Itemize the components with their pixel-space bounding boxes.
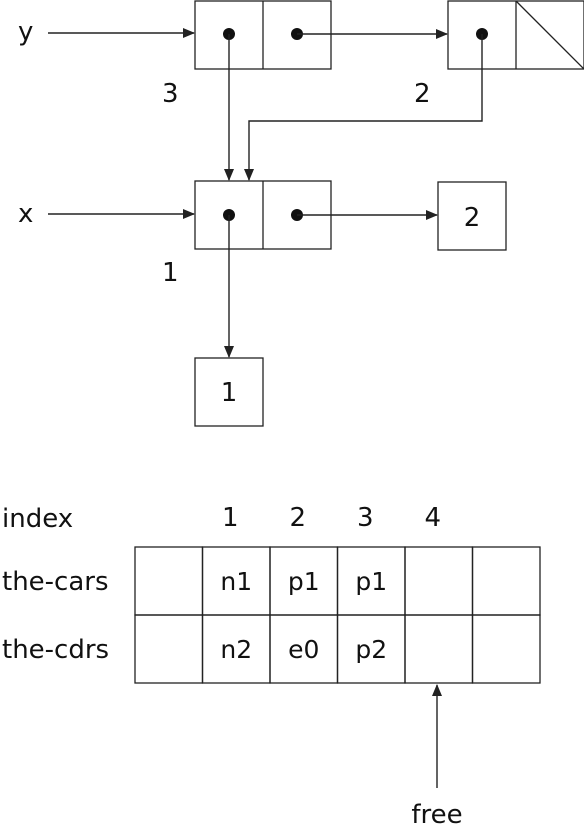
memory-cell [134, 546, 204, 616]
memory-cell [134, 614, 204, 684]
index-label: index [2, 504, 73, 534]
free-label: free [411, 800, 462, 827]
atom-bottom-value: 1 [221, 378, 238, 408]
null-slash [515, 0, 584, 70]
atom-box-right [437, 181, 507, 251]
variable-x-label: x [18, 199, 33, 229]
variable-y-label: y [18, 17, 33, 47]
index-number: 3 [357, 503, 374, 533]
memory-cell-value: n1 [220, 567, 252, 596]
pair-2-number: 2 [414, 79, 431, 109]
pair-1-number: 1 [162, 258, 179, 288]
memory-cell-value: e0 [288, 635, 319, 664]
memory-cell [404, 614, 474, 684]
index-numbers: 1 2 3 4 [222, 503, 441, 533]
arrow-pair-2-car-to-pair-1 [244, 34, 483, 181]
pair-3 [194, 0, 332, 70]
index-number: 4 [424, 503, 441, 533]
memory-cell-value: p1 [355, 567, 387, 596]
pair-2 [447, 0, 584, 70]
memory-cell-value: p1 [288, 567, 320, 596]
memory-cell [471, 546, 541, 616]
atom-right-value: 2 [464, 203, 481, 233]
row-label-the-cdrs: the-cdrs [2, 635, 109, 665]
row-labels: the-cars the-cdrs [2, 567, 109, 665]
pair-3-number: 3 [162, 79, 179, 109]
memory-cell [404, 546, 474, 616]
index-number: 1 [222, 503, 239, 533]
memory-cell-value: n2 [220, 635, 252, 664]
memory-cell [471, 614, 541, 684]
index-number: 2 [289, 503, 306, 533]
memory-table: n1 p1 p1 n2 e0 p2 [134, 546, 541, 684]
memory-cell-value: p2 [355, 635, 387, 664]
row-label-the-cars: the-cars [2, 567, 109, 597]
atom-box-bottom [194, 357, 264, 427]
